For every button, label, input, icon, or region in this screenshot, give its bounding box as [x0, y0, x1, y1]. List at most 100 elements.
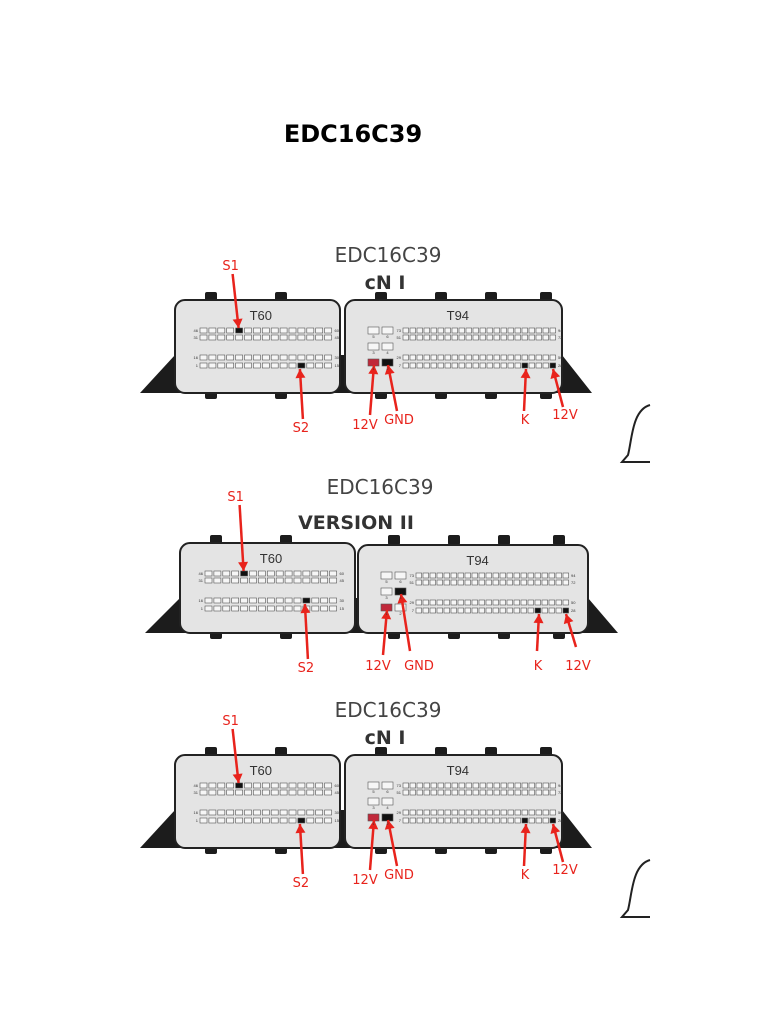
- pin: [535, 782, 542, 789]
- pin: [458, 362, 465, 369]
- 12v-label: 12V: [365, 659, 391, 674]
- pin: [240, 605, 248, 612]
- pin: [541, 572, 548, 579]
- pin: [235, 817, 243, 824]
- pin: [513, 607, 520, 614]
- pin: [217, 809, 226, 816]
- pin: [527, 599, 534, 606]
- pin: [507, 354, 514, 361]
- pin-number: 2: [386, 821, 389, 826]
- gnd-arrow-head: [384, 365, 395, 375]
- pin: [253, 362, 261, 369]
- t60-label: T60: [250, 308, 272, 323]
- pin: [486, 354, 493, 361]
- pin: [244, 334, 252, 341]
- small-pin: [394, 571, 407, 580]
- pin: [315, 782, 324, 789]
- pin: [507, 789, 514, 796]
- pin: [199, 354, 208, 361]
- pin: [297, 327, 306, 334]
- pin: [465, 817, 472, 824]
- pin: [402, 334, 409, 341]
- pin: [208, 362, 217, 369]
- pin: [443, 607, 450, 614]
- pin: [306, 362, 315, 369]
- pin: [270, 354, 279, 361]
- pin: [457, 599, 464, 606]
- pin: [235, 362, 243, 369]
- pin: [451, 362, 458, 369]
- pin-number: 2: [386, 366, 389, 371]
- pin: [549, 817, 556, 824]
- pin-number: 50: [558, 355, 563, 360]
- pin: [506, 579, 513, 586]
- pin: [499, 607, 506, 614]
- pin: [555, 599, 562, 606]
- diagram-subtitle: ᴄN I: [365, 727, 406, 749]
- pin-number: 4: [386, 350, 389, 355]
- document-title: EDC16C39: [283, 120, 423, 148]
- pin: [258, 577, 266, 584]
- 12v-label: 12V: [565, 659, 591, 674]
- pin: [275, 570, 284, 577]
- s2-arrow-head: [295, 824, 306, 834]
- pin: [199, 362, 208, 369]
- pin: [244, 782, 252, 789]
- pin: [306, 817, 315, 824]
- pin: [320, 577, 329, 584]
- pin: [415, 572, 422, 579]
- pin: [500, 334, 507, 341]
- pin: [275, 605, 284, 612]
- pin: [402, 789, 409, 796]
- pin: [249, 570, 257, 577]
- small-pin: [394, 603, 407, 612]
- pin: [324, 789, 332, 796]
- pin: [535, 354, 542, 361]
- pin: [464, 572, 471, 579]
- pin: [324, 817, 332, 824]
- pin: [443, 579, 450, 586]
- pin: [542, 782, 549, 789]
- pin-number: 46: [194, 783, 199, 788]
- pin: [514, 789, 521, 796]
- pin: [423, 354, 430, 361]
- pin: [472, 789, 479, 796]
- pin-number: 28: [571, 608, 576, 613]
- pin: [514, 362, 521, 369]
- pin: [415, 607, 422, 614]
- pin: [284, 577, 293, 584]
- pin: [465, 327, 472, 334]
- pin: [409, 809, 416, 816]
- pin: [402, 362, 409, 369]
- pin: [279, 789, 288, 796]
- pin: [436, 579, 443, 586]
- t94-label: T94: [447, 763, 469, 778]
- k-arrow-head: [520, 824, 531, 834]
- pin: [311, 577, 320, 584]
- pin: [329, 597, 337, 604]
- pin-number: 51: [397, 790, 402, 795]
- pin: [562, 579, 569, 586]
- pin: [493, 809, 500, 816]
- pin: [315, 817, 324, 824]
- diagram-subtitle: ᴄN I: [365, 272, 406, 294]
- pin: [261, 789, 270, 796]
- pin: [249, 577, 257, 584]
- pin-number: 15: [335, 818, 340, 823]
- pin: [329, 605, 337, 612]
- pin: [500, 809, 507, 816]
- s2-arrow: [303, 603, 310, 660]
- pin: [528, 354, 535, 361]
- pin: [199, 327, 208, 334]
- pin: [562, 607, 569, 614]
- pin: [226, 789, 234, 796]
- pin: [416, 327, 423, 334]
- pin: [402, 354, 409, 361]
- pin: [402, 782, 409, 789]
- pin: [492, 572, 499, 579]
- pin: [293, 605, 302, 612]
- pin: [542, 327, 549, 334]
- pin: [506, 607, 513, 614]
- pin: [513, 579, 520, 586]
